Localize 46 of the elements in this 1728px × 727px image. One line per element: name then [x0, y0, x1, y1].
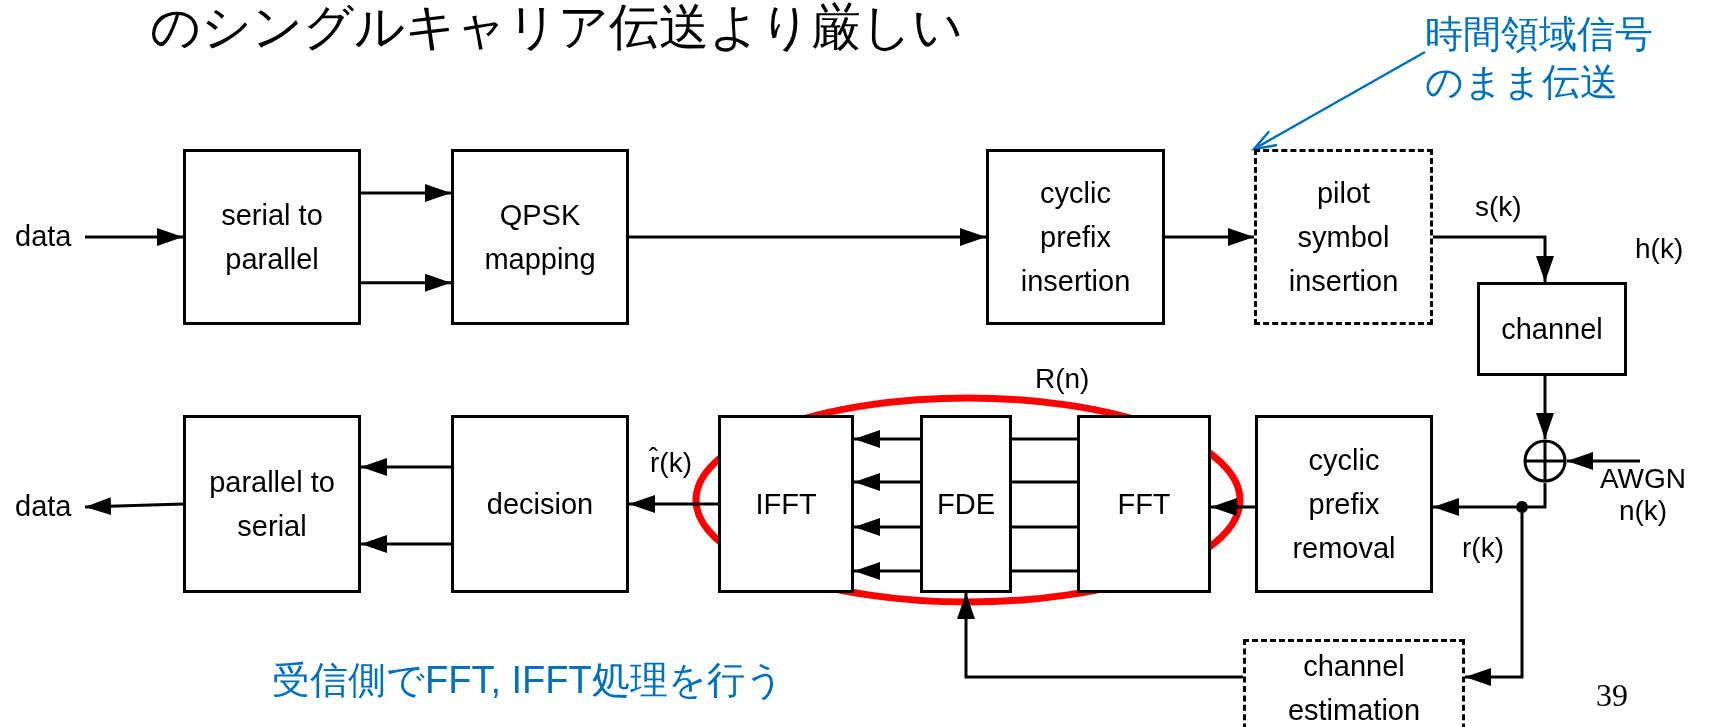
connector-line	[1012, 437, 1077, 441]
arrow	[1252, 50, 1426, 151]
arrow	[361, 458, 451, 476]
noise-label: AWGN n(k)	[1598, 463, 1688, 527]
arrow	[629, 228, 986, 246]
arrow	[1567, 452, 1640, 470]
arrow	[85, 228, 183, 246]
junction-dot	[1516, 501, 1528, 513]
edge-label: r̂(k)	[650, 448, 692, 478]
arrow	[854, 518, 920, 536]
connector-line	[1012, 480, 1077, 484]
connector-line	[1012, 569, 1077, 573]
process-box: FDE	[920, 415, 1012, 593]
process-box: pilot symbol insertion	[1254, 149, 1433, 325]
process-box: IFFT	[718, 415, 854, 593]
arrow	[854, 430, 920, 448]
arrow	[361, 184, 451, 202]
arrow	[854, 562, 920, 580]
input-label: data	[15, 220, 72, 253]
process-box: cyclic prefix removal	[1255, 415, 1433, 593]
arrow	[1433, 235, 1554, 282]
annotation-text: 時間領域信号のまま伝送	[1425, 10, 1685, 106]
process-box: decision	[451, 415, 629, 593]
process-box: channel	[1477, 282, 1627, 376]
process-box: serial to parallel	[183, 149, 361, 325]
arrow	[84, 497, 184, 516]
arrow	[629, 495, 718, 513]
adder-symbol	[1523, 439, 1567, 483]
process-box: cyclic prefix insertion	[986, 149, 1165, 325]
process-box: parallel to serial	[183, 415, 361, 593]
process-box: QPSK mapping	[451, 149, 629, 325]
arrow	[1536, 376, 1554, 439]
arrow	[361, 273, 451, 292]
arrow	[1433, 498, 1516, 516]
arrow	[1211, 498, 1255, 516]
connector-line	[1528, 483, 1547, 509]
title: のシングルキャリア伝送より厳しい	[150, 0, 963, 57]
output-label: data	[15, 490, 72, 523]
arrow	[1465, 513, 1524, 686]
arrow	[854, 473, 920, 491]
arrow	[957, 593, 1243, 679]
connector-line	[1012, 525, 1077, 529]
arrow	[1165, 228, 1254, 246]
process-box: channel estimation	[1243, 639, 1465, 727]
arrow	[361, 535, 451, 553]
process-box: FFT	[1077, 415, 1211, 593]
